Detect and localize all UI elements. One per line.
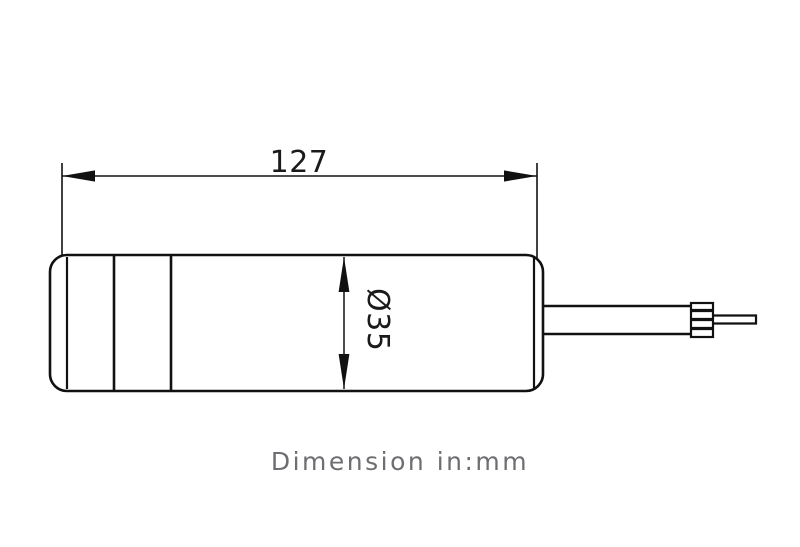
- arrowhead-right-icon: [504, 170, 537, 182]
- output-cable-group: [543, 301, 758, 339]
- arrowhead-up-icon: [338, 257, 350, 292]
- housing-outline: [48, 253, 545, 393]
- length-dimension-group: 127: [62, 145, 537, 182]
- diameter-dimension-label: Ø35: [360, 288, 395, 351]
- diameter-dimension-group: Ø35: [338, 257, 395, 389]
- arrowhead-left-icon: [62, 170, 95, 182]
- extension-lines: [61, 163, 538, 268]
- arrowhead-down-icon: [338, 354, 350, 389]
- cable-end-connector: [689, 301, 715, 339]
- housing-body-group: [48, 253, 545, 393]
- bare-wire-tip: [712, 314, 758, 325]
- length-dimension-label: 127: [270, 145, 329, 180]
- units-caption: Dimension in:mm: [271, 447, 529, 476]
